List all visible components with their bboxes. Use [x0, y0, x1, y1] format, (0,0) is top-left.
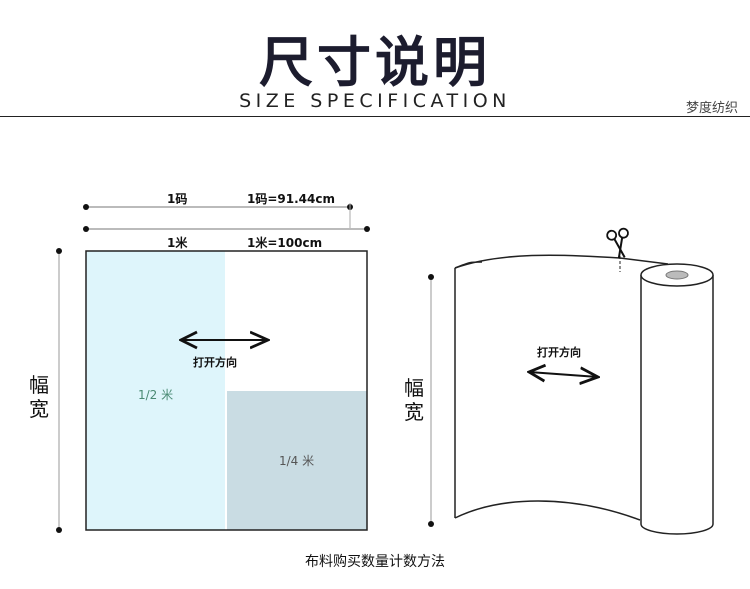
- header-divider: [0, 116, 750, 117]
- half-meter-area: [86, 251, 225, 530]
- open-direction-label: 打开方向: [193, 356, 237, 369]
- fabric-roll-body: [640, 275, 714, 535]
- right-roll-diagram: [428, 227, 714, 535]
- meter-dimension-end-dot: [364, 226, 370, 232]
- roll-open-direction-arrow: [529, 372, 598, 377]
- meter-dimension-start-dot: [83, 226, 89, 232]
- fabric-roll-core: [665, 270, 689, 280]
- fabric-square: [85, 250, 368, 531]
- brand-name: 梦度纺织: [685, 101, 738, 116]
- half-meter-label: 1/2 米: [138, 388, 174, 402]
- quarter-meter-label: 1/4 米: [279, 454, 315, 468]
- roll-open-direction-label: 打开方向: [537, 346, 581, 359]
- roll-width-top-dot: [428, 274, 434, 280]
- yard-dimension-start-dot: [83, 204, 89, 210]
- width-dimension-top-dot: [56, 248, 62, 254]
- yard-label: 1码: [167, 192, 188, 206]
- width-dimension-bottom-dot: [56, 527, 62, 533]
- width-label-char-2: 宽: [29, 397, 49, 421]
- unrolled-fabric-sheet: [454, 254, 669, 521]
- width-label-char-1: 幅: [29, 373, 49, 397]
- page-title: 尺寸说明: [259, 31, 491, 94]
- roll-width-label-char-1: 幅: [404, 376, 424, 400]
- page-subtitle: SIZE SPECIFICATION: [239, 90, 511, 112]
- roll-width-label-char-2: 宽: [404, 400, 424, 424]
- scissors-icon: [606, 227, 629, 259]
- meter-label: 1米: [167, 236, 188, 250]
- yard-value: 1码=91.44cm: [247, 192, 335, 206]
- quarter-meter-area: [227, 391, 367, 530]
- meter-value: 1米=100cm: [247, 236, 323, 250]
- roll-width-bottom-dot: [428, 521, 434, 527]
- left-fabric-diagram: [56, 203, 370, 533]
- diagram-caption: 布料购买数量计数方法: [305, 554, 445, 570]
- fabric-top-edge: [454, 261, 483, 269]
